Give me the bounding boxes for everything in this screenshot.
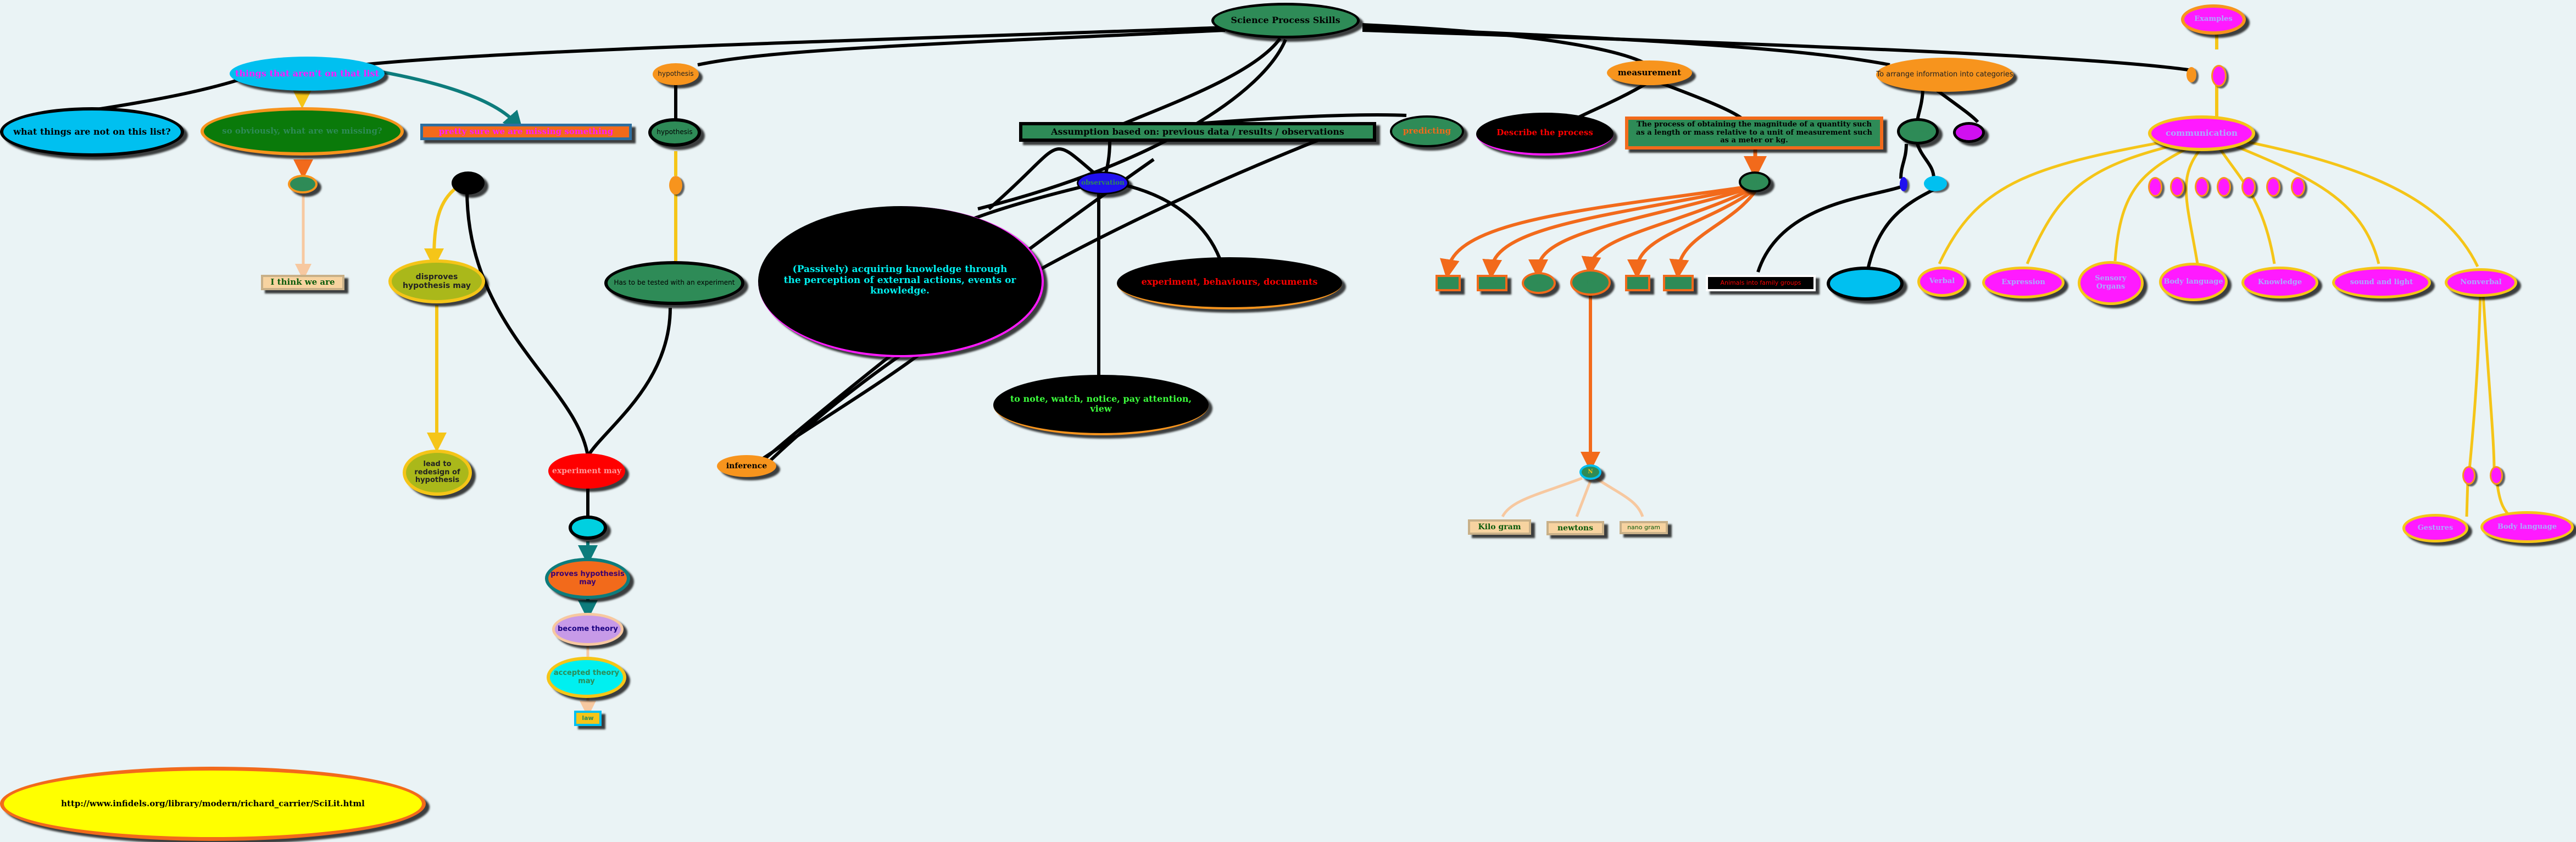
lead-to-redesign-node[interactable]: lead to redesign of hypothesis	[403, 450, 472, 496]
missing-something-box[interactable]: pretty sure we are missing something	[420, 124, 632, 140]
accepted-theory-node[interactable]: accepted theory may	[547, 657, 626, 698]
units-node[interactable]: units	[1739, 171, 1771, 192]
classify-cyan-node[interactable]	[1827, 267, 1904, 301]
comm-nonverbal-node[interactable]: Nonverbal	[2445, 268, 2517, 297]
newtons-box[interactable]: newtons	[1546, 521, 1604, 535]
comm-sensory-node[interactable]: Sensory Organs	[2078, 261, 2144, 305]
comm-verbal-node[interactable]: Verbal	[1917, 267, 1967, 297]
animals-family-box[interactable]: Animals into family groups	[1706, 275, 1816, 291]
left-orange-knob[interactable]	[2186, 67, 2196, 82]
unit-node-n[interactable]: N	[1579, 464, 1601, 480]
disproves-hypothesis-node[interactable]: disproves hypothesis may	[388, 259, 485, 303]
experiment-may-node[interactable]: experiment may	[548, 453, 625, 489]
assumption-box[interactable]: Assumption based on: previous data / res…	[1019, 122, 1376, 142]
law-box[interactable]: law	[574, 711, 602, 726]
inference-node[interactable]: inference	[717, 455, 776, 477]
classify-cyan-knob[interactable]	[1924, 176, 1947, 191]
comm-knob-3[interactable]	[2195, 177, 2209, 197]
has-to-be-tested-node[interactable]: Has to be tested with an experiment	[604, 261, 744, 305]
kilo-gram-box[interactable]: Kilo gram	[1468, 519, 1531, 535]
passively-acquiring-node[interactable]: (Passively) acquiring knowledge through …	[758, 206, 1044, 357]
unit-box-kg[interactable]: kg	[1663, 275, 1694, 291]
comm-body-language-node[interactable]: Body language	[2159, 263, 2228, 301]
communication-node[interactable]: communication	[2148, 115, 2255, 151]
nonverbal-knob-2[interactable]	[2490, 466, 2503, 485]
measurement-definition-box[interactable]: The process of obtaining the magnitude o…	[1625, 117, 1883, 149]
nano-gram-box[interactable]: nano gram	[1620, 521, 1668, 534]
comm-knob-5[interactable]	[2241, 177, 2256, 197]
hypothesis-green-node[interactable]: hypothesis	[648, 118, 701, 147]
examples-knob[interactable]	[2211, 65, 2227, 87]
small-green-node[interactable]: yes	[288, 175, 318, 193]
things-not-on-list-node[interactable]: things that aren't on that list	[230, 57, 385, 91]
comm-knob-1[interactable]	[2148, 177, 2162, 197]
root-node[interactable]: Science Process Skills	[1211, 3, 1360, 38]
comm-sound-light-node[interactable]: sound and light	[2332, 267, 2431, 298]
observation-node[interactable]: observation	[1077, 171, 1129, 195]
what-not-on-list-node[interactable]: what things are not on this list?	[0, 107, 184, 157]
classify-magenta-node[interactable]	[1953, 122, 1985, 143]
classify-green-node[interactable]: sorting	[1897, 118, 1939, 145]
experiment-behaviours-node[interactable]: experiment, behaviours, documents	[1117, 257, 1342, 309]
proves-hypothesis-node[interactable]: proves hypothesis may	[545, 558, 630, 599]
nonverbal-knob-1[interactable]	[2462, 466, 2475, 485]
hypothesis-knob[interactable]	[669, 176, 682, 195]
unit-node-km[interactable]: km	[1570, 269, 1611, 296]
to-note-node[interactable]: to note, watch, notice, pay attention, v…	[993, 375, 1209, 435]
think-we-are-box[interactable]: I think we are	[261, 275, 344, 290]
comm-knob-4[interactable]	[2217, 177, 2231, 197]
examples-node[interactable]: Examples	[2181, 4, 2246, 35]
unit-box-mm[interactable]: mm	[1477, 275, 1507, 291]
become-theory-node[interactable]: become theory	[552, 613, 624, 646]
measurement-node[interactable]: measurement	[1607, 60, 1692, 85]
nonverbal-body-language-node[interactable]: Body language	[2480, 511, 2574, 543]
url-node[interactable]: http://www.infidels.org/library/modern/r…	[0, 767, 426, 841]
classify-blue-knob[interactable]	[1900, 177, 1907, 191]
comm-knob-6[interactable]	[2266, 177, 2280, 197]
nonverbal-gestures-node[interactable]: Gestures	[2402, 514, 2468, 542]
cyan-small-node[interactable]	[569, 516, 607, 540]
comm-knob-7[interactable]	[2291, 177, 2305, 197]
predicting-node[interactable]: predicting	[1390, 115, 1464, 147]
classifying-node[interactable]: To arrange information into categories	[1876, 58, 2013, 92]
black-dot-node[interactable]	[452, 171, 485, 195]
hypothesis-node[interactable]: hypothesis	[653, 63, 699, 85]
describe-process-node[interactable]: Describe the process	[1476, 113, 1614, 156]
unit-box-cm[interactable]: cm	[1436, 275, 1461, 291]
unit-box-g[interactable]: g	[1625, 275, 1650, 291]
comm-expression-node[interactable]: Expression	[1982, 267, 2065, 298]
comm-knowledge-node[interactable]: Knowledge	[2241, 267, 2318, 298]
unit-node-m[interactable]: m	[1522, 272, 1556, 294]
missing-question-node[interactable]: so obviously, what are we missing?	[201, 107, 404, 156]
comm-knob-2[interactable]	[2170, 177, 2184, 197]
